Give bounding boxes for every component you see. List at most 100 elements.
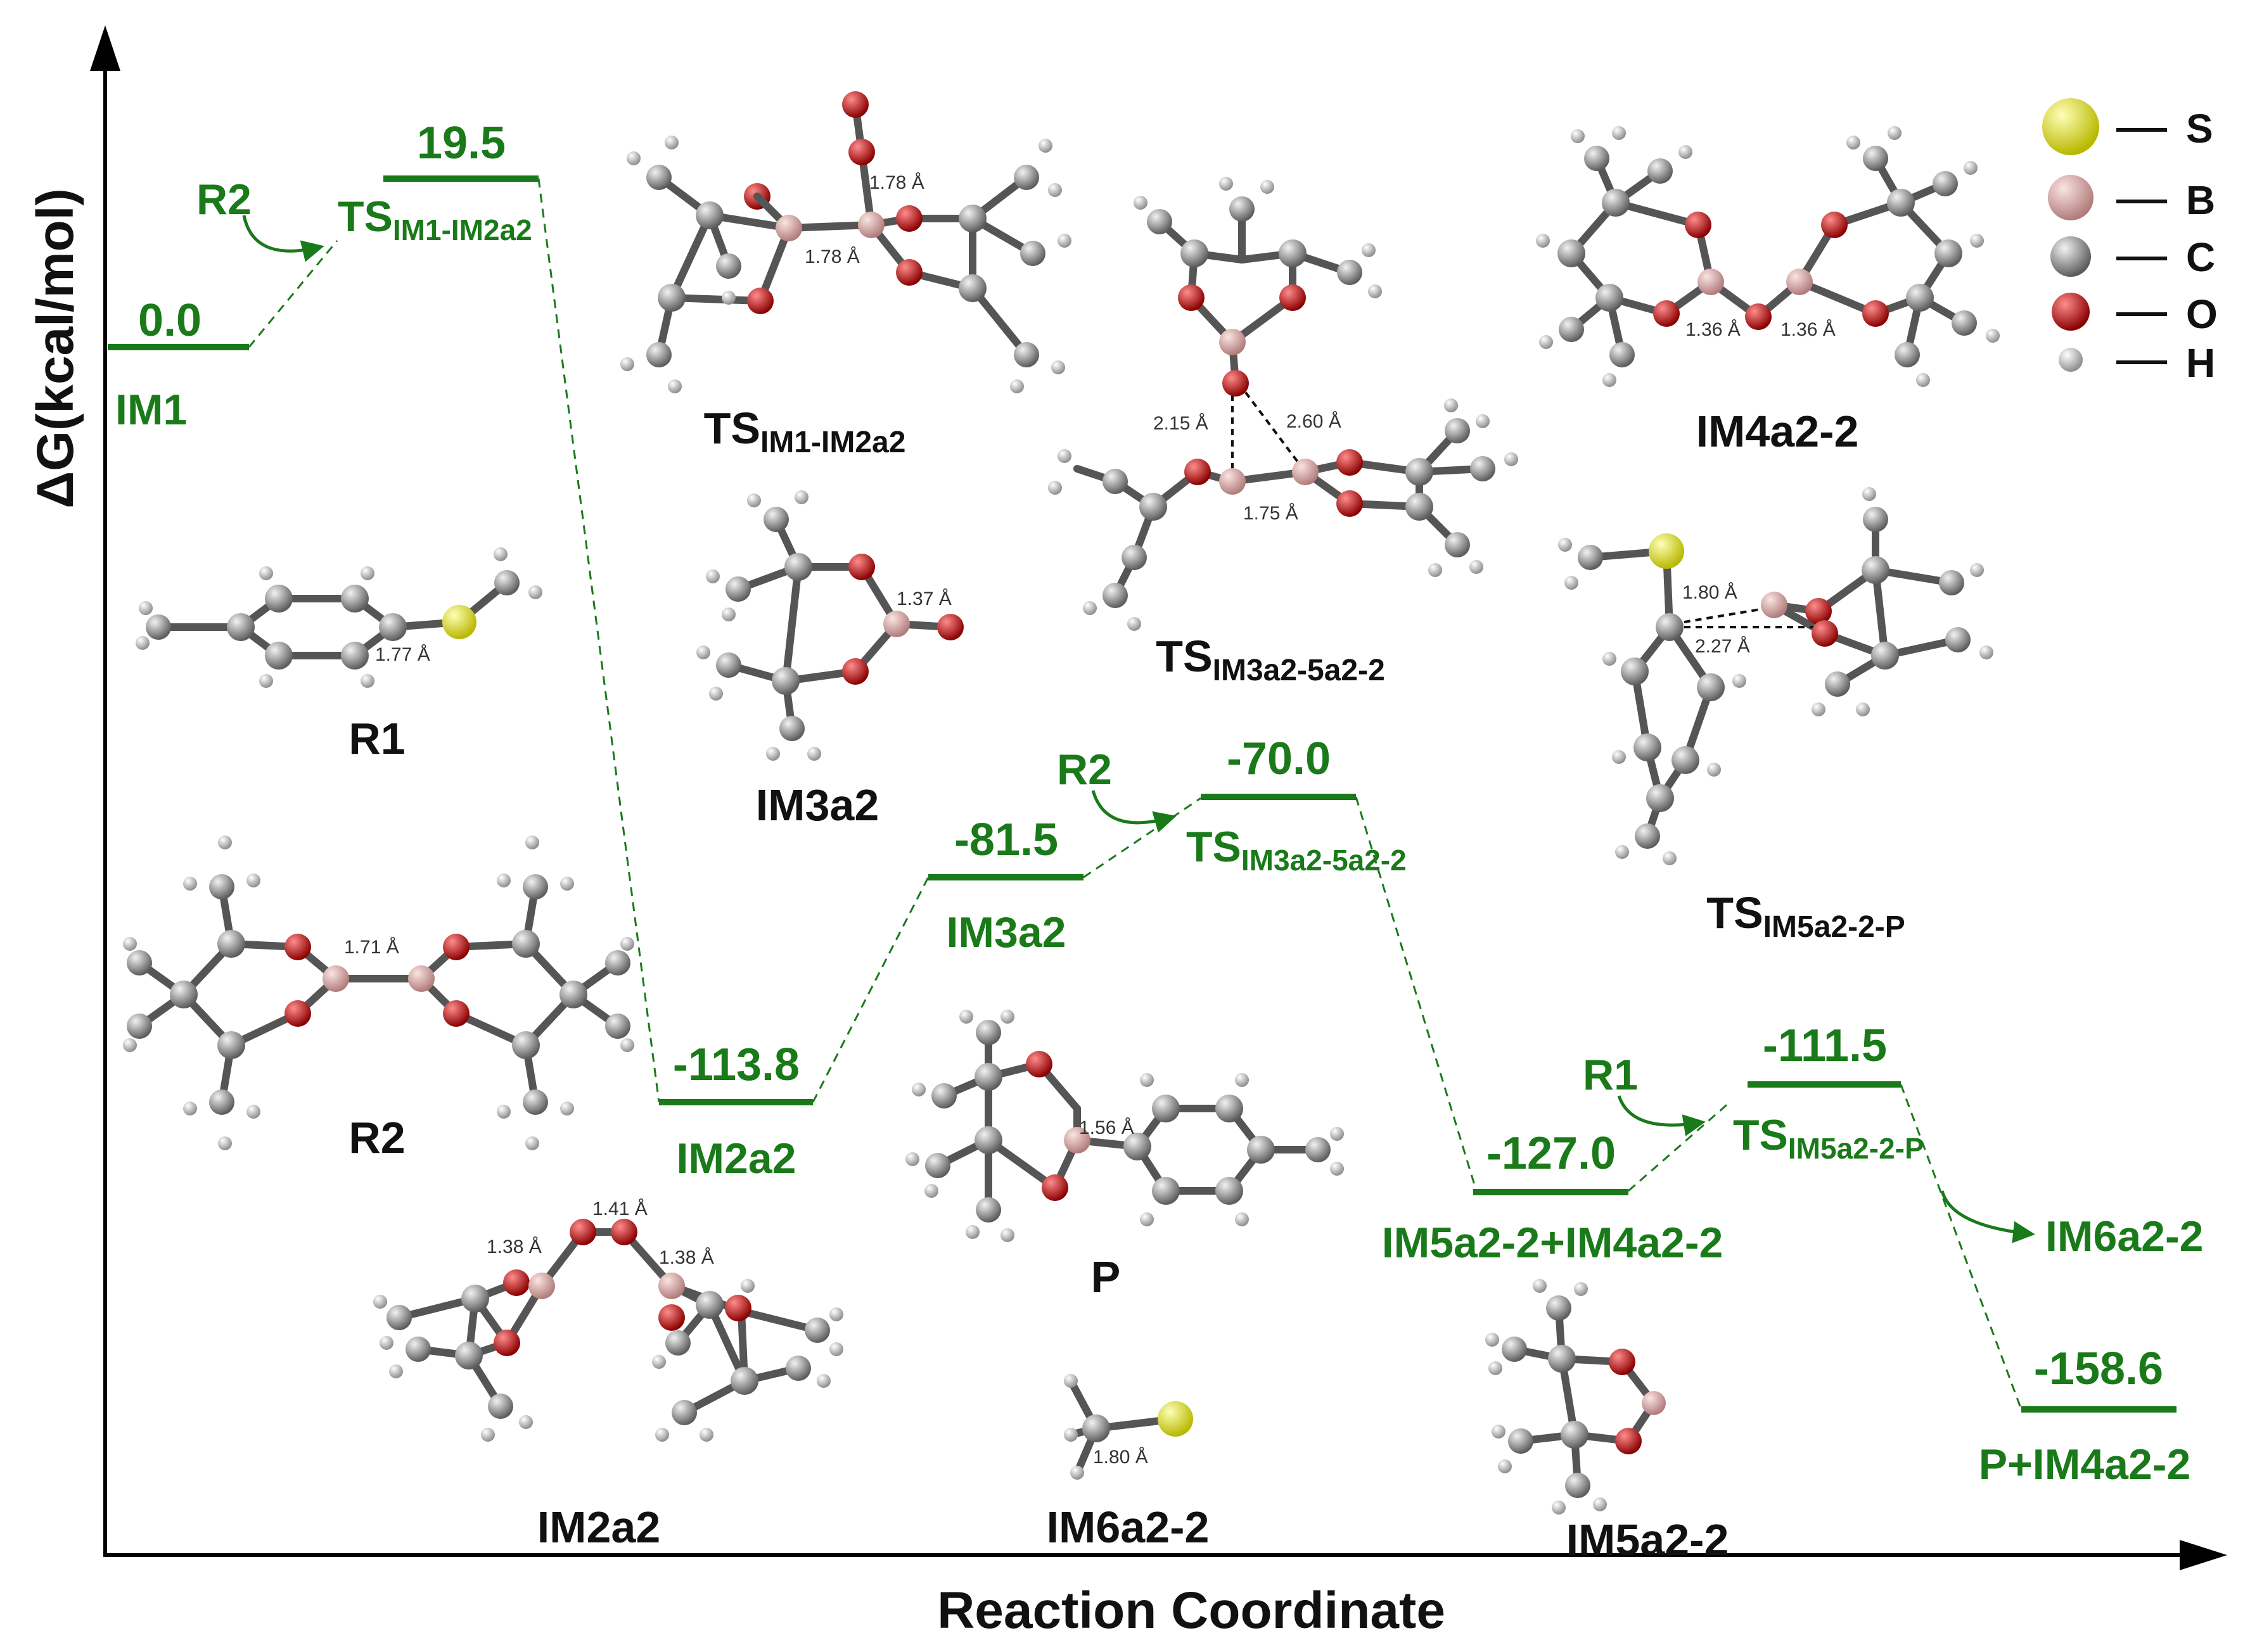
level-name: IM2a2 bbox=[677, 1134, 796, 1183]
bond-distance: 1.38 Å bbox=[659, 1247, 714, 1268]
curved-arrow bbox=[1091, 790, 1177, 833]
structure-name: P bbox=[1091, 1252, 1121, 1302]
level-name: IM1 bbox=[115, 386, 187, 434]
curved-arrow bbox=[1940, 1190, 2035, 1243]
reactant-arrow-r2-first: R2 bbox=[196, 175, 324, 262]
structure-name: R1 bbox=[348, 714, 405, 763]
structure-name: IM3a2 bbox=[756, 780, 879, 830]
level-value: -158.6 bbox=[2034, 1344, 2163, 1394]
legend-item-sulfur: S bbox=[2042, 98, 2213, 155]
x-axis-arrowhead bbox=[2180, 1540, 2227, 1570]
level-value: -113.8 bbox=[673, 1039, 800, 1090]
connector-im2-im3 bbox=[812, 877, 930, 1103]
connector-ts1-im2 bbox=[537, 178, 660, 1103]
structure-p: 1.56 Å P bbox=[905, 1010, 1344, 1302]
structure-ts-im1-im2a2: 1.78 Å 1.78 Å TSIM1-IM2a2 bbox=[620, 91, 1071, 459]
structure-im4a2-2: 1.36 Å 1.36 Å IM4a2-2 bbox=[1536, 126, 2000, 456]
bond-distance: 2.60 Å bbox=[1286, 411, 1341, 432]
y-axis-arrowhead bbox=[90, 25, 120, 71]
level-ts3: -111.5 TSIM5a2-2-P bbox=[1733, 1020, 1924, 1165]
bond-distance: 1.36 Å bbox=[1685, 319, 1741, 340]
bond-distance: 1.37 Å bbox=[897, 588, 952, 609]
sulfur-atom-icon bbox=[2042, 98, 2099, 155]
connector-ts3-p bbox=[1900, 1084, 2023, 1410]
legend-label: B bbox=[2186, 177, 2215, 223]
level-im1: 0.0 IM1 bbox=[108, 295, 249, 434]
bond-distance: 1.80 Å bbox=[1093, 1447, 1148, 1468]
level-name: TSIM5a2-2-P bbox=[1733, 1111, 1924, 1165]
structure-name: TSIM1-IM2a2 bbox=[704, 403, 906, 459]
structure-name: TSIM5a2-2-P bbox=[1706, 888, 1905, 944]
bond-distance: 1.38 Å bbox=[487, 1236, 542, 1257]
legend-label: C bbox=[2186, 234, 2215, 280]
hydrogen-atom-icon bbox=[2059, 348, 2083, 372]
element-legend: S B C O H bbox=[2042, 98, 2218, 386]
axes: ΔG(kcal/mol) Reaction Coordinate bbox=[27, 25, 2227, 1639]
structure-im6a2-2: 1.80 Å IM6a2-2 bbox=[1047, 1374, 1210, 1552]
connector-im5-ts3 bbox=[1628, 1101, 1730, 1192]
bond-distance: 1.75 Å bbox=[1243, 503, 1298, 524]
structure-name: IM4a2-2 bbox=[1696, 407, 1859, 456]
connector-im3-ts2 bbox=[1083, 797, 1201, 879]
legend-item-oxygen: O bbox=[2052, 291, 2218, 337]
connector-ts2-im5 bbox=[1355, 796, 1478, 1191]
legend-item-hydrogen: H bbox=[2059, 340, 2215, 386]
level-value: 0.0 bbox=[138, 295, 201, 346]
structure-r2: 1.71 Å R2 bbox=[123, 836, 634, 1162]
structure-ts-im3a2-5a2-2: 2.15 Å 2.60 Å 1.75 Å TSIM3a2-5a2-2 bbox=[1048, 177, 1518, 687]
level-ts2: -70.0 TSIM3a2-5a2-2 bbox=[1186, 734, 1407, 877]
reactant-label: R2 bbox=[1057, 746, 1112, 794]
side-product-label: IM6a2-2 bbox=[2045, 1212, 2203, 1261]
structure-name: TSIM3a2-5a2-2 bbox=[1156, 632, 1385, 687]
bond-distance: 1.41 Å bbox=[592, 1198, 648, 1219]
structure-im5a2-2: IM5a2-2 bbox=[1485, 1279, 1729, 1565]
structure-r1: 1.77 Å R1 bbox=[136, 547, 542, 763]
level-value: -81.5 bbox=[954, 815, 1058, 865]
side-product-arrow: IM6a2-2 bbox=[1940, 1190, 2203, 1261]
bond-distance: 2.27 Å bbox=[1695, 636, 1750, 657]
bond-distance: 1.77 Å bbox=[375, 644, 430, 665]
energy-levels: 0.0 IM1 19.5 TSIM1-IM2a2 -113.8 IM2a2 -8… bbox=[108, 118, 2190, 1489]
level-im3: -81.5 IM3a2 bbox=[928, 815, 1083, 956]
x-axis-title: Reaction Coordinate bbox=[937, 1582, 1445, 1639]
level-value: -127.0 bbox=[1486, 1128, 1616, 1179]
boron-atom-icon bbox=[2048, 175, 2093, 220]
bond-distance: 2.15 Å bbox=[1153, 413, 1208, 434]
reactant-label: R1 bbox=[1583, 1051, 1638, 1099]
level-name: TSIM1-IM2a2 bbox=[338, 193, 532, 246]
bond-distance: 1.36 Å bbox=[1780, 319, 1836, 340]
legend-label: O bbox=[2186, 291, 2218, 337]
level-p: -158.6 P+IM4a2-2 bbox=[1979, 1344, 2191, 1489]
level-ts1: 19.5 TSIM1-IM2a2 bbox=[338, 118, 539, 246]
level-name: IM3a2 bbox=[947, 908, 1066, 956]
level-im2: -113.8 IM2a2 bbox=[659, 1039, 813, 1183]
structure-name: IM2a2 bbox=[537, 1503, 661, 1552]
oxygen-atom-icon bbox=[2052, 293, 2090, 331]
legend-label: H bbox=[2186, 340, 2215, 386]
carbon-atom-icon bbox=[2050, 236, 2091, 277]
bond-distance: 1.71 Å bbox=[344, 937, 399, 958]
legend-label: S bbox=[2186, 106, 2213, 151]
level-value: 19.5 bbox=[417, 118, 506, 168]
structure-name: IM5a2-2 bbox=[1566, 1515, 1729, 1565]
level-value: -111.5 bbox=[1763, 1020, 1887, 1071]
bond-distance: 1.56 Å bbox=[1079, 1117, 1134, 1138]
structure-im3a2: 1.37 Å IM3a2 bbox=[696, 490, 964, 830]
structure-name: IM6a2-2 bbox=[1047, 1503, 1210, 1552]
level-name: IM5a2-2+IM4a2-2 bbox=[1382, 1219, 1723, 1267]
reactant-label: R2 bbox=[196, 175, 252, 224]
reactant-arrow-r2-second: R2 bbox=[1057, 746, 1177, 833]
level-value: -70.0 bbox=[1227, 734, 1331, 784]
legend-item-boron: B bbox=[2048, 175, 2215, 223]
bond-distance: 1.78 Å bbox=[805, 246, 860, 267]
level-name: TSIM3a2-5a2-2 bbox=[1186, 823, 1407, 877]
reactant-arrows: R2 R2 R1 IM6a2-2 bbox=[196, 175, 2203, 1261]
curved-arrow bbox=[242, 215, 324, 262]
molecular-structures: 1.77 Å R1 bbox=[123, 91, 2000, 1565]
bond-distance: 1.80 Å bbox=[1682, 582, 1737, 603]
structure-name: R2 bbox=[348, 1113, 405, 1162]
level-im5: -127.0 IM5a2-2+IM4a2-2 bbox=[1382, 1128, 1723, 1267]
level-name: P+IM4a2-2 bbox=[1979, 1440, 2191, 1489]
bond-distance: 1.78 Å bbox=[869, 172, 924, 193]
curved-arrow bbox=[1617, 1095, 1706, 1136]
